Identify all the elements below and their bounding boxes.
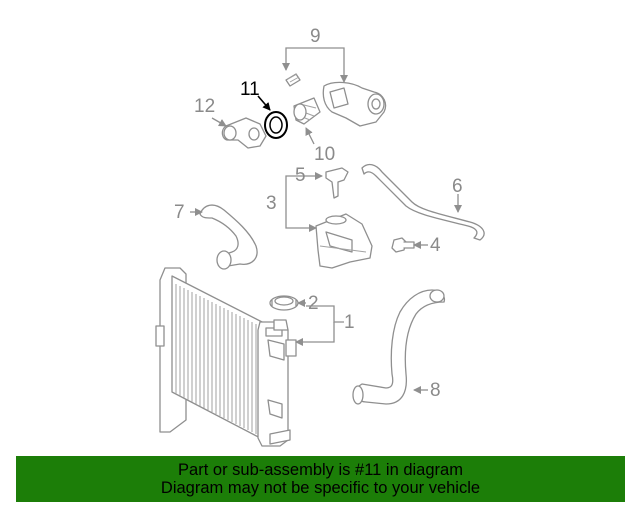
callout-9: 9 bbox=[310, 26, 321, 47]
callout-6: 6 bbox=[452, 176, 463, 197]
reservoir-tank bbox=[315, 213, 373, 269]
reservoir-cap bbox=[325, 167, 349, 199]
callout-2: 2 bbox=[308, 293, 319, 314]
callout-12: 12 bbox=[194, 96, 215, 117]
callout-1: 1 bbox=[344, 312, 355, 333]
thermostat bbox=[293, 97, 321, 125]
parts-diagram: 1 2 3 4 5 6 7 8 9 10 11 12 bbox=[155, 26, 485, 447]
info-banner: Part or sub-assembly is #11 in diagram D… bbox=[16, 456, 625, 502]
gasket-highlighted bbox=[264, 111, 288, 139]
callout-10: 10 bbox=[314, 144, 335, 165]
stud bbox=[285, 73, 301, 87]
callout-3: 3 bbox=[266, 193, 277, 214]
banner-line-disclaimer: Diagram may not be specific to your vehi… bbox=[160, 479, 481, 497]
overflow-hose bbox=[361, 163, 485, 241]
callout-4: 4 bbox=[430, 235, 441, 256]
water-outlet bbox=[322, 81, 387, 127]
callout-5: 5 bbox=[295, 165, 306, 186]
callout-7: 7 bbox=[174, 202, 185, 223]
upper-hose bbox=[199, 204, 258, 270]
bolt bbox=[391, 237, 415, 253]
callout-11: 11 bbox=[240, 79, 260, 100]
radiator bbox=[155, 267, 297, 447]
lower-hose bbox=[352, 289, 446, 405]
banner-line-part: Part or sub-assembly is #11 in diagram bbox=[178, 461, 463, 479]
radiator-cap bbox=[269, 295, 299, 311]
water-inlet bbox=[221, 117, 267, 149]
leader-lines bbox=[190, 47, 462, 394]
callout-8: 8 bbox=[430, 380, 441, 401]
